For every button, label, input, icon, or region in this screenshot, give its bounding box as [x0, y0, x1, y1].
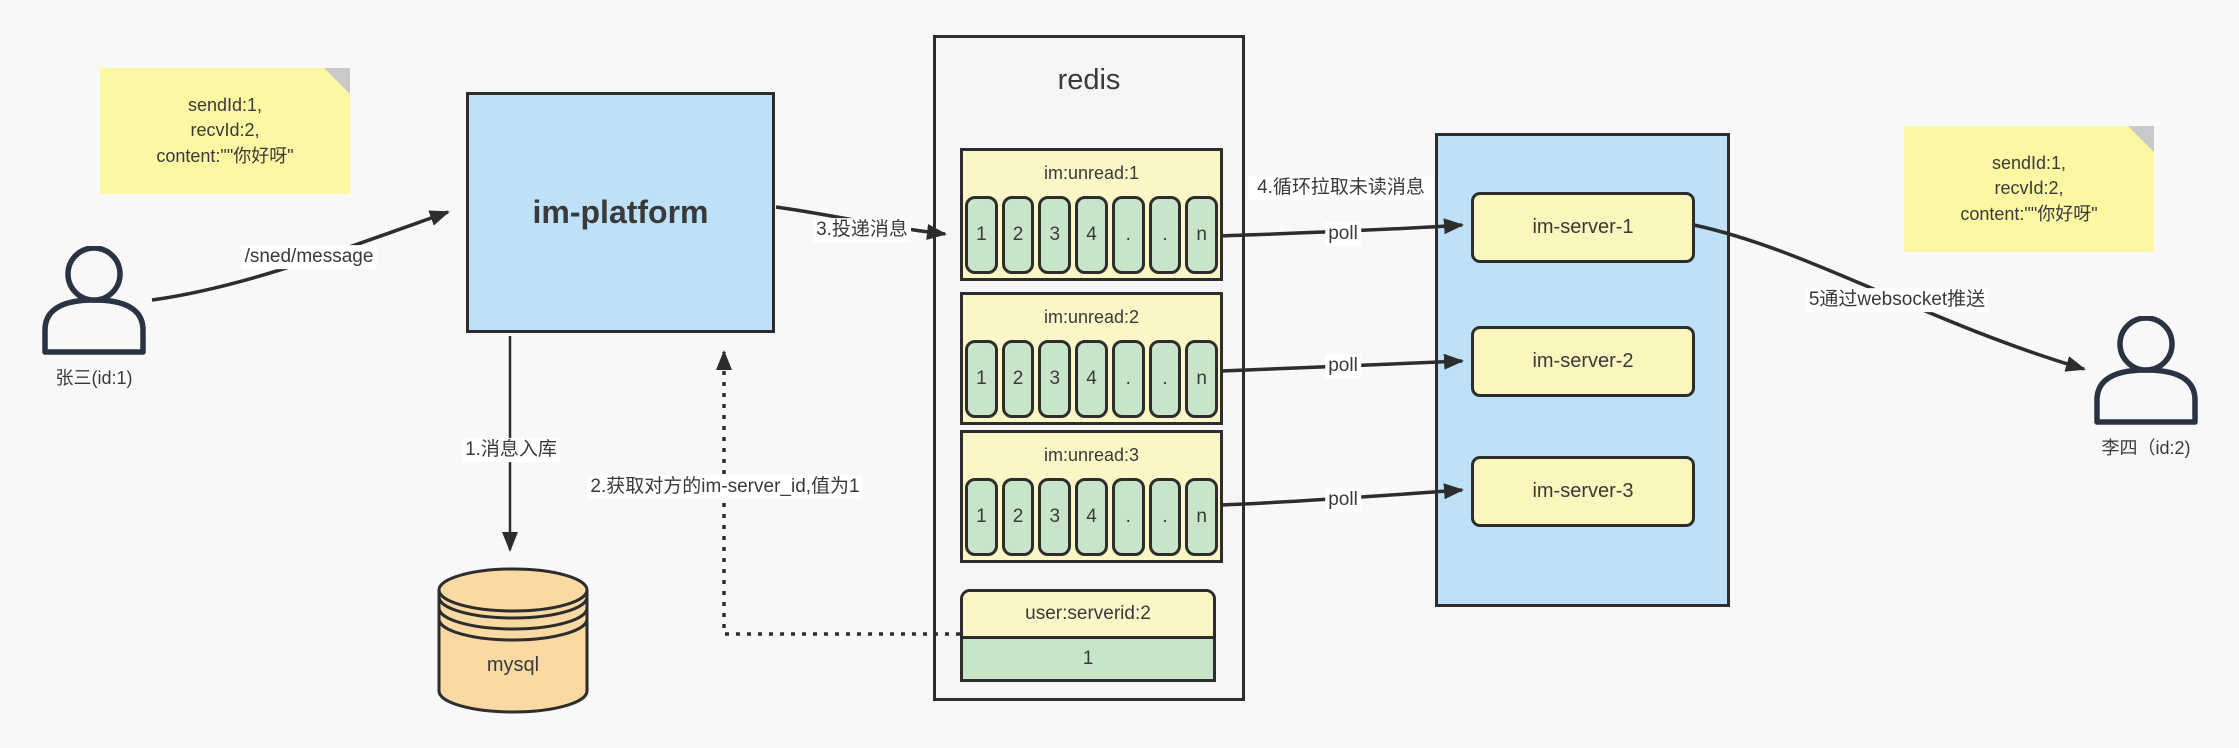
- queue-cell: 4: [1075, 478, 1108, 556]
- im-server-3-node: im-server-3: [1471, 456, 1695, 527]
- note-fold-icon: [2128, 126, 2154, 152]
- note-line: sendId:1,: [1991, 152, 2067, 173]
- user-icon: [42, 246, 146, 355]
- queue-header: im:unread:1: [1043, 163, 1140, 183]
- queue-header: im:unread:2: [1043, 307, 1140, 327]
- user-icon: [2094, 316, 2198, 425]
- kv-header: user:serverid:2: [963, 592, 1213, 639]
- edge-label-step3: 3.投递消息: [813, 218, 911, 242]
- queue-header: im:unread:3: [1043, 445, 1140, 465]
- mysql-node: mysql: [436, 566, 590, 714]
- im-server-1-node: im-server-1: [1471, 192, 1695, 263]
- queue-cells: 1 2 3 4 . . n: [965, 340, 1219, 418]
- queue-cell: 2: [1001, 478, 1035, 556]
- queue-cells: 1 2 3 4 . . n: [965, 196, 1219, 274]
- note-line: content:""你好呀": [1960, 203, 2098, 224]
- queue-cell: n: [1185, 196, 1219, 274]
- edge-label-step2: 2.获取对方的im-server_id,值为1: [587, 475, 863, 499]
- queue-cell: 3: [1038, 340, 1072, 418]
- redis-title: redis: [1057, 64, 1121, 96]
- redis-queue-unread-3: im:unread:3 1 2 3 4 . . n: [960, 430, 1223, 563]
- edge-label-send: /sned/message: [241, 245, 377, 269]
- queue-cell: 3: [1038, 196, 1072, 274]
- mysql-label: mysql: [486, 654, 540, 676]
- queue-cell: 1: [965, 196, 998, 274]
- sticky-note-left: sendId:1, recvId:2, content:""你好呀": [100, 68, 350, 194]
- note-fold-icon: [324, 68, 350, 94]
- im-server-cluster: im-server-1 im-server-2 im-server-3: [1435, 133, 1730, 607]
- edge-label-step5: 5通过websocket推送: [1805, 288, 1989, 312]
- queue-cell: n: [1185, 340, 1219, 418]
- queue-cell: .: [1111, 478, 1145, 556]
- queue-cell: .: [1148, 196, 1182, 274]
- actor-sender: 张三(id:1): [38, 246, 150, 390]
- queue-cell: 4: [1075, 196, 1108, 274]
- note-line: sendId:1,: [187, 94, 263, 115]
- note-line: recvId:2,: [1994, 178, 2064, 199]
- queue-cells: 1 2 3 4 . . n: [965, 478, 1219, 556]
- actor-receiver-label: 李四（id:2): [2101, 438, 2191, 458]
- queue-cell: 2: [1001, 340, 1035, 418]
- actor-sender-label: 张三(id:1): [55, 368, 133, 388]
- redis-container: redis im:unread:1 1 2 3 4 . . n im:unrea…: [933, 35, 1245, 701]
- sticky-note-right: sendId:1, recvId:2, content:""你好呀": [1904, 126, 2154, 252]
- database-cylinder-icon: [437, 567, 589, 714]
- redis-kv-user-serverid: user:serverid:2 1: [960, 589, 1216, 682]
- edge-label-poll-1: poll: [1325, 222, 1361, 246]
- redis-queue-unread-2: im:unread:2 1 2 3 4 . . n: [960, 292, 1223, 425]
- queue-cell: 1: [965, 478, 998, 556]
- queue-cell: 2: [1001, 196, 1035, 274]
- im-platform-node: im-platform: [466, 92, 775, 333]
- queue-cell: .: [1111, 340, 1145, 418]
- edge-label-poll-3: poll: [1325, 488, 1361, 512]
- edge-label-poll-2: poll: [1325, 354, 1361, 378]
- queue-cell: .: [1148, 340, 1182, 418]
- queue-cell: .: [1111, 196, 1145, 274]
- redis-queue-unread-1: im:unread:1 1 2 3 4 . . n: [960, 148, 1223, 281]
- im-server-2-node: im-server-2: [1471, 326, 1695, 397]
- queue-cell: .: [1148, 478, 1182, 556]
- queue-cell: 1: [965, 340, 998, 418]
- queue-cell: 4: [1075, 340, 1108, 418]
- edge-label-step4: 4.循环拉取未读消息: [1248, 176, 1434, 200]
- queue-cell: n: [1185, 478, 1219, 556]
- edge-label-step1: 1.消息入库: [462, 438, 560, 462]
- queue-cell: 3: [1038, 478, 1072, 556]
- kv-value: 1: [963, 639, 1213, 679]
- note-line: content:""你好呀": [156, 145, 294, 166]
- im-platform-label: im-platform: [532, 194, 709, 230]
- actor-receiver: 李四（id:2): [2090, 316, 2202, 460]
- note-line: recvId:2,: [190, 120, 260, 141]
